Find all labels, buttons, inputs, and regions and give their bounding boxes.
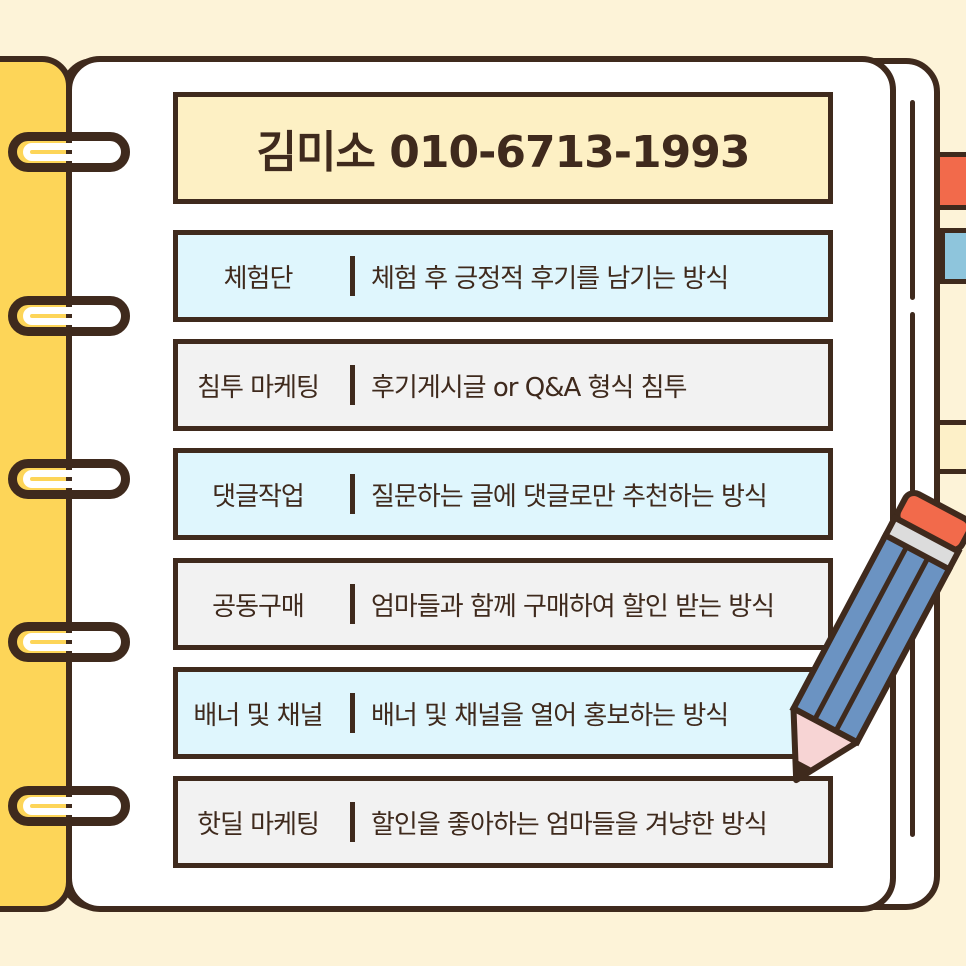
method-row: 침투 마케팅 후기게시글 or Q&A 형식 침투 xyxy=(173,339,833,431)
ring-icon xyxy=(8,132,130,172)
method-label: 침투 마케팅 xyxy=(197,372,320,403)
page-edge-line xyxy=(910,100,915,300)
pencil-icon xyxy=(789,490,966,784)
separator xyxy=(350,693,355,733)
method-description: 엄마들과 함께 구매하여 할인 받는 방식 xyxy=(371,591,775,622)
method-label: 핫딜 마케팅 xyxy=(197,809,320,840)
method-label: 댓글작업 xyxy=(212,481,305,512)
method-row: 공동구매 엄마들과 함께 구매하여 할인 받는 방식 xyxy=(173,558,833,650)
ring-icon xyxy=(8,622,130,662)
ring-icon xyxy=(8,296,130,336)
index-tab-blue xyxy=(940,228,966,284)
separator xyxy=(350,474,355,514)
method-description: 배너 및 채널을 열어 홍보하는 방식 xyxy=(371,700,729,731)
separator xyxy=(350,256,355,296)
method-label: 공동구매 xyxy=(212,591,305,622)
separator xyxy=(350,802,355,842)
method-description: 할인을 좋아하는 엄마들을 겨냥한 방식 xyxy=(371,809,768,840)
ring-icon xyxy=(8,786,130,826)
method-row: 댓글작업 질문하는 글에 댓글로만 추천하는 방식 xyxy=(173,448,833,540)
method-label: 배너 및 채널 xyxy=(193,700,323,731)
method-row: 체험단 체험 후 긍정적 후기를 남기는 방식 xyxy=(173,230,833,322)
method-row: 배너 및 채널 배너 및 채널을 열어 홍보하는 방식 xyxy=(173,667,833,759)
method-description: 질문하는 글에 댓글로만 추천하는 방식 xyxy=(371,481,768,512)
ring-icon xyxy=(8,459,130,499)
method-row: 핫딜 마케팅 할인을 좋아하는 엄마들을 겨냥한 방식 xyxy=(173,776,833,868)
separator xyxy=(350,365,355,405)
method-description: 후기게시글 or Q&A 형식 침투 xyxy=(371,372,687,403)
method-label: 체험단 xyxy=(223,263,294,294)
separator xyxy=(350,584,355,624)
method-description: 체험 후 긍정적 후기를 남기는 방식 xyxy=(371,263,729,294)
page-title: 김미소 010-6713-1993 xyxy=(256,127,750,178)
title-box: 김미소 010-6713-1993 xyxy=(173,92,833,204)
